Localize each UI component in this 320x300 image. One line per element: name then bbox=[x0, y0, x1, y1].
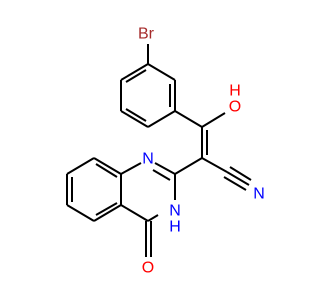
bond-inner bbox=[95, 163, 118, 178]
bond bbox=[120, 110, 149, 128]
bond bbox=[66, 204, 95, 222]
amide-nitrogen-atom: N bbox=[169, 203, 181, 220]
bond bbox=[174, 157, 203, 175]
bond bbox=[120, 162, 142, 175]
bond bbox=[226, 171, 250, 186]
bond bbox=[174, 110, 203, 128]
bond-inner bbox=[152, 169, 171, 181]
bond bbox=[93, 204, 122, 222]
bond bbox=[147, 63, 176, 81]
bonds bbox=[66, 44, 252, 257]
bond bbox=[93, 157, 122, 175]
bond bbox=[223, 176, 247, 191]
molecular-structure-diagram: Br O H N N N H O bbox=[66, 26, 265, 277]
bond bbox=[120, 204, 149, 222]
bond bbox=[154, 162, 176, 175]
atom-labels: Br O H N N N H O bbox=[138, 26, 265, 277]
bond bbox=[201, 112, 226, 128]
hydroxyl-hydrogen-atom: H bbox=[229, 83, 241, 100]
bond bbox=[120, 63, 149, 81]
bond-inner bbox=[95, 202, 118, 216]
nitrile-nitrogen-atom: N bbox=[253, 186, 265, 203]
hydroxyl-oxygen-atom: O bbox=[229, 99, 241, 116]
bond bbox=[229, 166, 252, 181]
bond bbox=[147, 214, 159, 222]
bromine-atom: Br bbox=[138, 26, 155, 43]
bond-inner bbox=[125, 108, 147, 122]
bond bbox=[147, 110, 176, 128]
bond bbox=[66, 157, 95, 175]
carbonyl-oxygen-atom: O bbox=[142, 260, 154, 277]
ring-nitrogen-atom: N bbox=[142, 151, 154, 168]
amide-hydrogen-atom: H bbox=[169, 219, 181, 236]
bond bbox=[201, 157, 228, 173]
bond-inner bbox=[125, 69, 147, 83]
